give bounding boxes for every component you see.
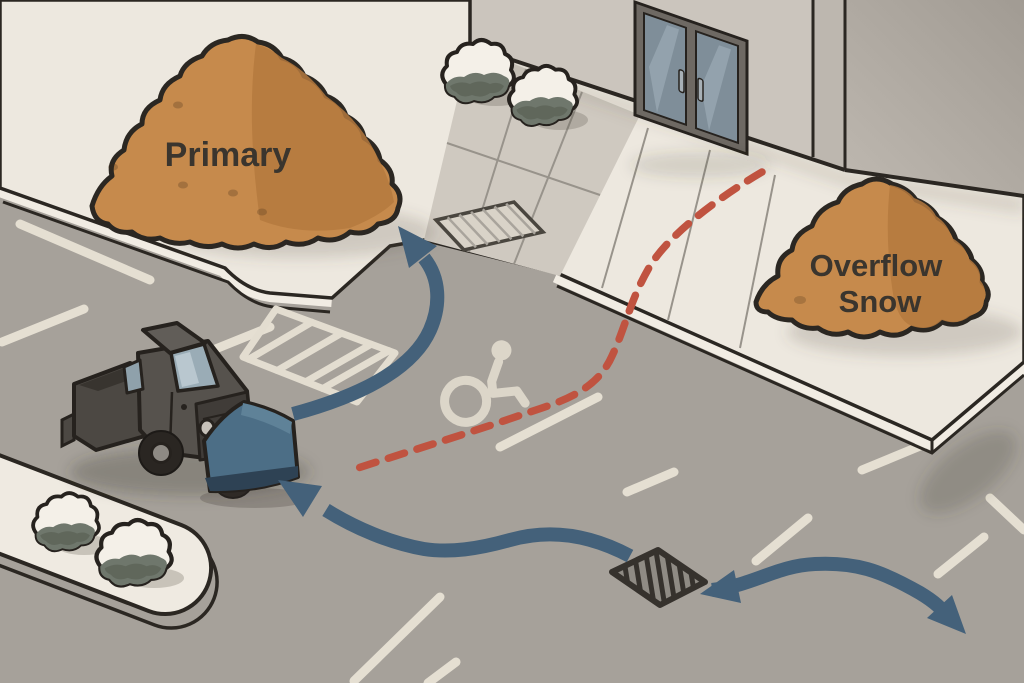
curb-ramp-tactile-mat — [432, 200, 547, 252]
wheel-hub — [150, 442, 172, 464]
door-shadow — [630, 152, 770, 178]
parking-stall-line — [349, 592, 445, 683]
plow-path-arrows — [278, 226, 966, 634]
plow-path-arrow-to-primary — [291, 253, 445, 421]
plow-truck — [60, 321, 310, 508]
landscape-island — [0, 395, 219, 630]
truck-door-handle — [181, 404, 187, 410]
door-glass-reflection — [701, 45, 731, 131]
plow-shadow — [200, 488, 310, 508]
truck-tailgate — [60, 411, 76, 449]
arrowhead — [278, 480, 322, 517]
parking-stall-line — [15, 219, 155, 285]
parking-stall-line — [985, 493, 1024, 535]
parking-stall-line — [751, 513, 813, 566]
no-parking-hatch-zone — [239, 305, 399, 406]
parking-stall-line — [857, 439, 930, 475]
arrowhead — [398, 226, 437, 268]
plow-blade-edge — [205, 466, 298, 492]
building-shadow — [470, 48, 1024, 214]
parking-stall-line — [0, 304, 89, 347]
parking-stall-line — [622, 467, 679, 497]
plow-path-arrow-from-drain — [322, 504, 634, 563]
curb-corner-shadow — [919, 430, 1017, 514]
parking-stall-line — [933, 532, 989, 579]
wall-shrubs — [440, 38, 588, 130]
primary-pile-label: Primary — [165, 136, 292, 174]
door-glass-reflection — [649, 25, 679, 113]
arrowhead — [927, 595, 966, 634]
plow-blade-highlight — [241, 403, 292, 434]
pile-speckles — [108, 101, 267, 216]
pile-speckle — [794, 296, 806, 304]
building-wall-right — [845, 0, 1024, 196]
wheelchair-symbol — [440, 340, 530, 427]
curb-edge-lines — [2, 200, 1024, 455]
parking-stall-line — [423, 657, 461, 683]
entrance-double-doors — [633, 0, 749, 157]
door-handle — [678, 69, 685, 94]
parking-stall-lines — [0, 219, 1024, 683]
arrowhead — [700, 570, 741, 603]
windshield-reflection — [175, 352, 199, 387]
snow-pile-overflow: Overflow Snow — [753, 176, 1023, 356]
plow-path-arrow-bidirectional — [711, 556, 954, 622]
parking-stall-line — [495, 392, 603, 452]
door-handle — [697, 77, 704, 102]
overflow-pile-label-line2: Snow — [839, 284, 923, 319]
plaza-joint-lines — [601, 127, 776, 349]
overflow-pile-label-line1: Overflow — [810, 248, 944, 283]
building-corner-column — [813, 0, 845, 170]
dashed-route-line — [354, 168, 766, 472]
snow-pile-primary: Primary — [89, 34, 435, 258]
truck-side-window — [122, 358, 145, 395]
